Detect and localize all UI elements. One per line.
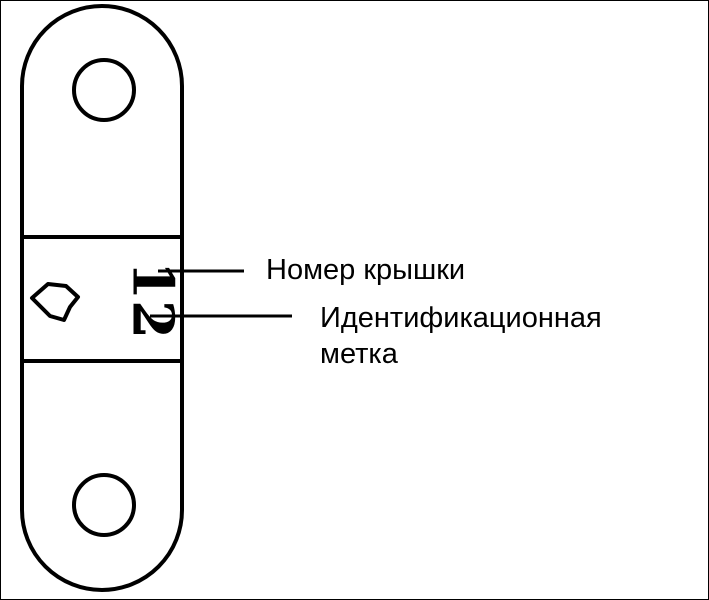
cap-number-stamp: 12 xyxy=(119,261,185,339)
top-bolt-hole xyxy=(72,58,136,122)
bottom-bolt-hole xyxy=(72,473,136,537)
bearing-cap-outline xyxy=(20,4,184,592)
identification-mark-label: Идентификационная метка xyxy=(320,302,602,370)
cap-number-label: Номер крышки xyxy=(266,254,466,286)
identification-mark-shape xyxy=(30,282,80,322)
